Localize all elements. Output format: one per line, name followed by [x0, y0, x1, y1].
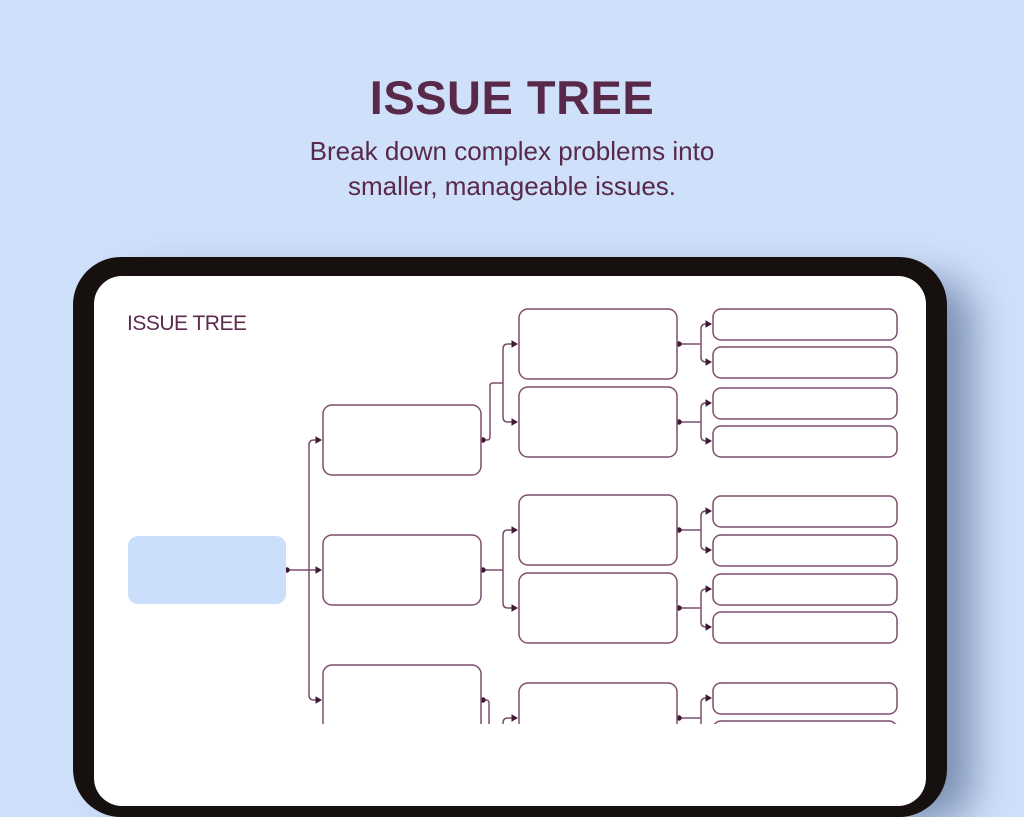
- arrowhead: [511, 340, 518, 348]
- arrowhead: [705, 585, 712, 593]
- issue-tree-diagram: [128, 308, 898, 724]
- connector-branch-1: [480, 340, 518, 443]
- canvas-title: ISSUE TREE: [127, 312, 247, 335]
- connector-leaves-3-1: [676, 694, 712, 724]
- connector-leaves-1-2: [676, 399, 712, 445]
- connector-leaves-1-1: [676, 320, 712, 366]
- arrowhead: [511, 714, 518, 722]
- node-branch-2-2[interactable]: [518, 572, 678, 644]
- connector-leaves-2-2: [676, 585, 712, 631]
- arrowhead: [705, 320, 712, 328]
- node-branch-2[interactable]: [322, 534, 482, 606]
- arrowhead: [705, 623, 712, 631]
- node-branch-3-1[interactable]: [518, 682, 678, 724]
- node-branch-3[interactable]: [322, 664, 482, 724]
- node-leaf-3-1-1[interactable]: [712, 682, 898, 715]
- node-branch-2-1[interactable]: [518, 494, 678, 566]
- hero-section: ISSUE TREE Break down complex problems i…: [0, 71, 1024, 204]
- page-subtitle-line-2: smaller, manageable issues.: [347, 170, 677, 201]
- connector-branch-3: [480, 697, 518, 724]
- arrowhead: [705, 507, 712, 515]
- arrowhead: [315, 696, 322, 704]
- node-leaf-1-1-1[interactable]: [712, 308, 898, 341]
- arrowhead: [705, 694, 712, 702]
- arrowhead: [705, 437, 712, 445]
- node-branch-1-2[interactable]: [518, 386, 678, 458]
- arrowhead: [705, 358, 712, 366]
- connector-root-trunk: [284, 436, 322, 704]
- tablet-mockup: ISSUE TREE: [73, 257, 947, 817]
- node-leaf-1-1-2[interactable]: [712, 346, 898, 379]
- arrowhead: [511, 604, 518, 612]
- arrowhead: [705, 546, 712, 554]
- connector-branch-2: [480, 526, 518, 612]
- arrowhead: [315, 436, 322, 444]
- tablet-screen: ISSUE TREE: [94, 276, 926, 806]
- node-leaf-2-2-1[interactable]: [712, 573, 898, 606]
- page-title: ISSUE TREE: [369, 71, 655, 124]
- arrowhead: [705, 399, 712, 407]
- node-branch-1[interactable]: [322, 404, 482, 476]
- node-branch-1-1[interactable]: [518, 308, 678, 380]
- arrowhead: [315, 566, 322, 574]
- connector-leaves-2-1: [676, 507, 712, 554]
- node-leaf-2-1-2[interactable]: [712, 534, 898, 567]
- node-leaf-1-2-2[interactable]: [712, 425, 898, 458]
- arrowhead: [511, 418, 518, 426]
- node-leaf-2-1-1[interactable]: [712, 495, 898, 528]
- arrowhead: [511, 526, 518, 534]
- page-subtitle-line-1: Break down complex problems into: [309, 135, 715, 166]
- node-leaf-3-1-2[interactable]: [713, 720, 897, 724]
- node-leaf-2-2-2[interactable]: [712, 611, 898, 644]
- node-root-problem[interactable]: [128, 536, 286, 604]
- page-subtitle: Break down complex problems into smaller…: [0, 134, 1024, 204]
- node-leaf-1-2-1[interactable]: [712, 387, 898, 420]
